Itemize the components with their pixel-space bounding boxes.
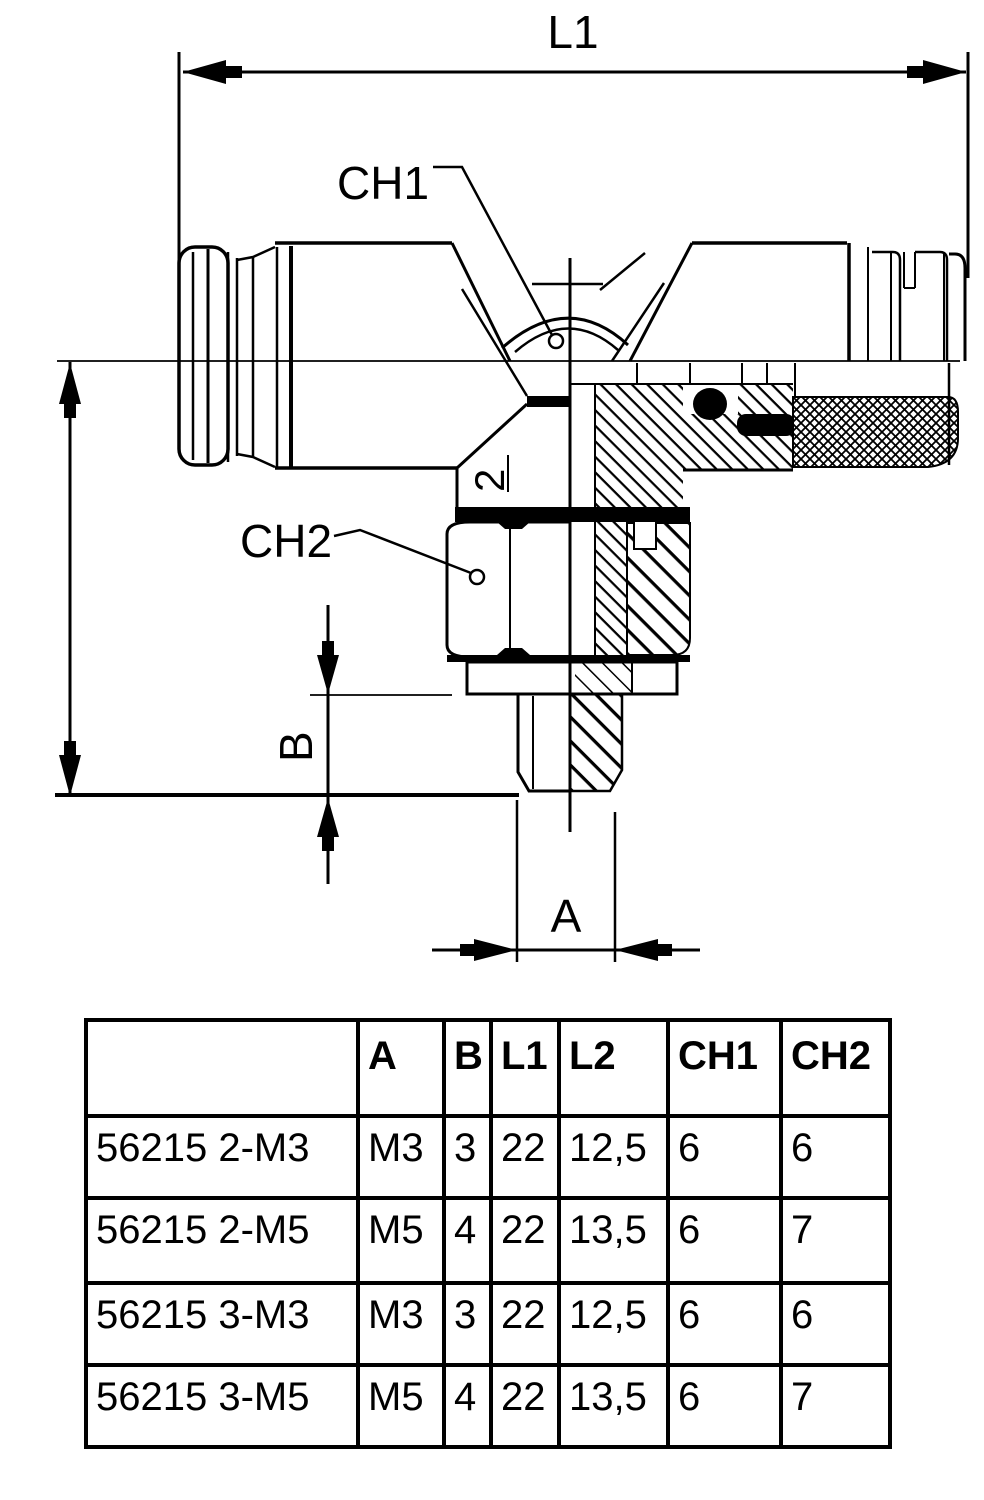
part-code-cell: 56215 3-M5 [84,1363,360,1449]
dim-l2-cell: 13,5 [557,1363,670,1449]
header-l2: L2 [557,1018,670,1118]
table-row: 56215 2-M5 M5 4 22 13,5 6 7 [84,1196,892,1285]
technical-drawing: L1 B [55,6,970,962]
header-l1: L1 [489,1018,561,1118]
dim-a-cell: M5 [356,1196,446,1285]
body-outlines [55,241,967,797]
b-dim-label: B [270,731,322,762]
section-hatching [568,384,959,793]
washer-outline [465,660,679,696]
part-code-cell: 56215 3-M3 [84,1281,360,1367]
dim-ch2-cell: 6 [779,1114,892,1200]
dim-b-cell: 3 [442,1281,493,1367]
stud-outline [516,694,570,793]
ch1-leader-dot [547,332,565,350]
header-a: A [356,1018,446,1118]
dim-ch1-cell: 6 [666,1114,783,1200]
a-dim-label: A [551,890,582,942]
dim-b-cell: 3 [442,1114,493,1200]
part-code-cell: 56215 2-M5 [84,1196,360,1285]
dimension-layer: L1 B [57,6,970,962]
section-label-2: 2 [466,469,513,492]
ch2-leader-dot [468,568,486,586]
dim-ch1-cell: 6 [666,1363,783,1449]
dim-l2-cell: 12,5 [557,1281,670,1367]
header-ch2: CH2 [779,1018,892,1118]
ch2-label: CH2 [240,515,332,567]
dim-ch2-cell: 6 [779,1281,892,1367]
dim-l1-cell: 22 [489,1114,561,1200]
dim-a-cell: M3 [356,1114,446,1200]
dim-ch2-cell: 7 [779,1196,892,1285]
dim-l2-cell: 13,5 [557,1196,670,1285]
l1-dim-label: L1 [547,6,598,58]
dim-ch1-cell: 6 [666,1196,783,1285]
part-code-cell: 56215 2-M3 [84,1114,360,1200]
header-ch1: CH1 [666,1018,783,1118]
table-row: 56215 2-M3 M3 3 22 12,5 6 6 [84,1114,892,1200]
table-row: 56215 3-M5 M5 4 22 13,5 6 7 [84,1363,892,1449]
o-ring-dot [693,388,727,420]
dim-a-cell: M5 [356,1363,446,1449]
header-b: B [442,1018,493,1118]
dim-ch1-cell: 6 [666,1281,783,1367]
spec-table: A B L1 L2 CH1 CH2 56215 2-M3 M3 3 22 12,… [84,1018,892,1449]
gripper-crosshatch [792,396,959,468]
dim-b-cell: 4 [442,1363,493,1449]
header-blank [84,1018,360,1118]
dim-l1-cell: 22 [489,1196,561,1285]
dim-l1-cell: 22 [489,1281,561,1367]
dim-l2-cell: 12,5 [557,1114,670,1200]
stud-section [568,692,624,793]
ch1-label: CH1 [337,157,429,209]
table-header-row: A B L1 L2 CH1 CH2 [84,1018,892,1118]
dim-a-cell: M3 [356,1281,446,1367]
table-row: 56215 3-M3 M3 3 22 12,5 6 6 [84,1281,892,1367]
dim-ch2-cell: 7 [779,1363,892,1449]
dim-l1-cell: 22 [489,1363,561,1449]
o-ring-blob [737,414,795,436]
dim-b-cell: 4 [442,1196,493,1285]
ch2-hex-outline [445,520,570,659]
left-collet-cap [177,245,230,467]
